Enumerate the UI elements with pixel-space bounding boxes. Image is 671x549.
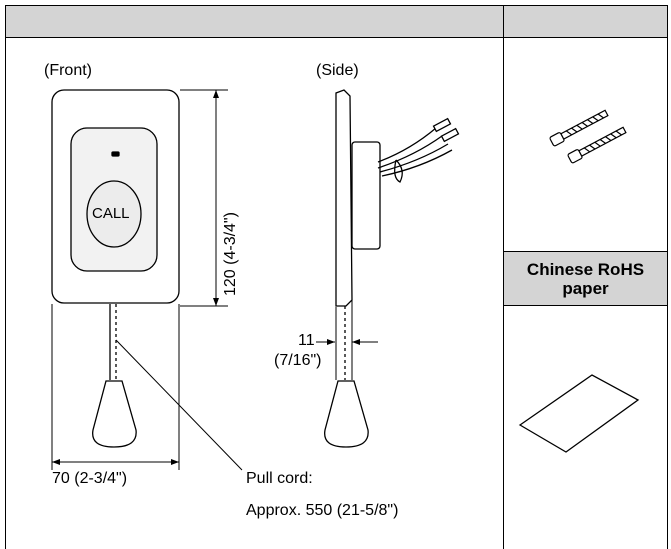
pull-cord-length: Approx. 550 (21-5/8") — [246, 502, 399, 519]
front-view — [51, 89, 228, 470]
table-border-top — [5, 5, 668, 6]
table-border-left — [5, 5, 6, 549]
pull-cord-label: Pull cord: — [246, 470, 313, 487]
indicator-lamp-icon — [111, 151, 120, 157]
side-plate — [335, 89, 353, 307]
side-pull-handle-icon — [324, 380, 369, 448]
pull-handle-icon — [92, 380, 137, 448]
table-border-right — [667, 5, 668, 549]
depth-dimension: 11 — [298, 332, 315, 349]
call-button-icon — [86, 180, 142, 248]
header-cell-accessories — [504, 6, 667, 37]
depth-dimension-inch: (7/16") — [274, 352, 322, 369]
screws-divider — [503, 251, 668, 252]
front-label: (Front) — [44, 62, 92, 79]
wire-tie — [394, 159, 403, 183]
header-divider — [5, 37, 668, 38]
column-divider — [503, 5, 504, 549]
pull-cord-leader — [115, 339, 243, 471]
side-view — [316, 89, 460, 448]
height-dimension: 120 (4-3/4") — [222, 212, 239, 296]
screws-icon — [549, 109, 627, 164]
rohs-divider — [503, 305, 668, 306]
rohs-paper-header: Chinese RoHS paper — [504, 252, 667, 305]
width-dimension: 70 (2-3/4") — [52, 470, 128, 487]
call-button-label: CALL — [92, 205, 130, 222]
rohs-paper-label: Chinese RoHS paper — [526, 259, 645, 298]
side-body — [351, 141, 381, 250]
header-cell-product — [6, 6, 503, 37]
side-label: (Side) — [316, 62, 359, 79]
rohs-paper-icon — [518, 374, 640, 453]
wire-1 — [377, 127, 437, 163]
